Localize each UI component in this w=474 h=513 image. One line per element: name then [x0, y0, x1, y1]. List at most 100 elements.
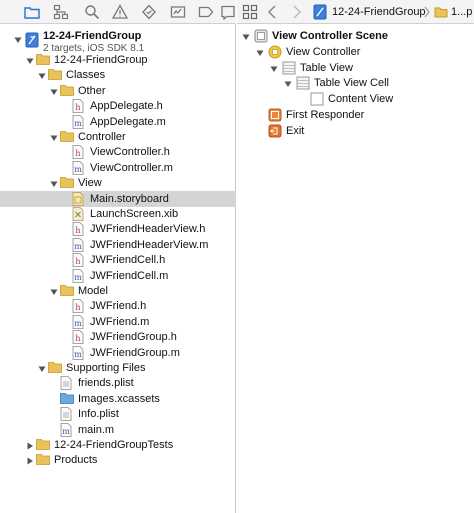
h-file-icon: h: [72, 145, 86, 159]
svg-text:m: m: [74, 273, 82, 282]
m-file-icon: m: [72, 315, 86, 329]
file-tree-row-supporting-files[interactable]: Supporting Files: [0, 360, 236, 376]
outline-row-first-responder[interactable]: First Responder: [237, 107, 474, 123]
svg-text:m: m: [74, 319, 82, 328]
folder-file-icon: [36, 438, 50, 452]
disclosure-closed-icon[interactable]: [26, 456, 34, 465]
disclosure-open-icon[interactable]: [242, 32, 250, 40]
file-tree-label: JWFriendHeaderView.h: [90, 223, 206, 235]
file-tree-row-friends-plist[interactable]: friends.plist: [0, 375, 236, 391]
file-tree-row-launchscreen-xib[interactable]: LaunchScreen.xib: [0, 206, 236, 222]
file-tree-label: JWFriendCell.h: [90, 254, 166, 266]
file-tree-label: Supporting Files: [66, 362, 146, 374]
folder-file-icon: [60, 284, 74, 298]
disclosure-open-icon[interactable]: [50, 179, 58, 187]
disclosure-open-icon[interactable]: [50, 133, 58, 141]
file-tree-row-products[interactable]: Products: [0, 452, 236, 468]
file-tree-row-jwfriendheaderview-h[interactable]: h JWFriendHeaderView.h: [0, 221, 236, 237]
outline-label: Exit: [286, 125, 305, 137]
file-tree-row-main-storyboard[interactable]: Main.storyboard: [0, 191, 236, 207]
file-tree-row-view[interactable]: View: [0, 175, 236, 191]
m-file-icon: m: [72, 269, 86, 283]
disclosure-open-icon[interactable]: [256, 48, 264, 56]
file-tree-row-classes[interactable]: Classes: [0, 67, 236, 83]
file-tree-label: JWFriendGroup.h: [90, 331, 177, 343]
jump-bar-folder[interactable]: 1...p: [451, 6, 473, 18]
file-tree-row-other[interactable]: Other: [0, 83, 236, 99]
disclosure-open-icon[interactable]: [50, 287, 58, 295]
breakpoint-navigator-icon[interactable]: [198, 4, 214, 20]
folder-navigator-icon[interactable]: [24, 4, 40, 20]
project-crumb-icon: [313, 4, 327, 20]
h-file-icon: h: [72, 330, 86, 344]
view-icon: [310, 92, 324, 106]
file-tree-row-12-24-friendgroup[interactable]: 12-24-FriendGroup: [0, 52, 236, 68]
forward-chevron-icon[interactable]: [288, 4, 304, 20]
symbol-navigator-icon[interactable]: [53, 4, 69, 20]
file-tree-row-model[interactable]: Model: [0, 283, 236, 299]
disclosure-open-icon[interactable]: [284, 79, 292, 87]
report-navigator-icon[interactable]: [220, 4, 236, 20]
folder-file-icon: [60, 176, 74, 190]
file-tree-row-jwfriendgroup-h[interactable]: h JWFriendGroup.h: [0, 329, 236, 345]
svg-text:m: m: [74, 242, 82, 251]
breadcrumb-separator-icon: [424, 6, 430, 18]
file-tree-label: Classes: [66, 69, 106, 81]
file-tree-label: Model: [78, 285, 108, 297]
file-tree-label: Other: [78, 85, 106, 97]
file-tree-row-controller[interactable]: Controller: [0, 129, 236, 145]
disclosure-closed-icon[interactable]: [26, 441, 34, 450]
file-tree-row-viewcontroller-m[interactable]: m ViewController.m: [0, 160, 236, 176]
grid-icon[interactable]: [242, 4, 258, 20]
xib-file-icon: [72, 207, 86, 221]
folder-file-icon: [60, 130, 74, 144]
disclosure-open-icon[interactable]: [38, 364, 46, 372]
navigator-tab-bar: [0, 0, 236, 24]
back-chevron-icon[interactable]: [265, 4, 281, 20]
file-tree-row-info-plist[interactable]: Info.plist: [0, 406, 236, 422]
debug-navigator-icon[interactable]: [170, 4, 186, 20]
disclosure-open-icon[interactable]: [270, 64, 278, 72]
issue-navigator-icon[interactable]: [112, 4, 128, 20]
file-tree-label: Controller: [78, 131, 126, 143]
find-navigator-icon[interactable]: [84, 4, 100, 20]
svg-text:h: h: [75, 334, 80, 343]
file-tree-label: ViewController.m: [90, 162, 173, 174]
jump-bar-project[interactable]: 12-24-FriendGroup: [332, 6, 426, 18]
disclosure-open-icon[interactable]: [26, 56, 34, 64]
outline-row-table-view-cell[interactable]: Table View Cell: [237, 75, 474, 91]
h-file-icon: h: [72, 99, 86, 113]
file-tree-label: 12-24-FriendGroup: [54, 54, 148, 66]
file-tree-label: Info.plist: [78, 408, 119, 420]
svg-text:m: m: [74, 165, 82, 174]
disclosure-open-icon[interactable]: [50, 87, 58, 95]
document-outline: 12-24-FriendGroup 1...p View Controller …: [237, 0, 474, 513]
h-file-icon: h: [72, 253, 86, 267]
outline-row-view-controller-scene[interactable]: View Controller Scene: [237, 28, 474, 44]
file-tree-row-images-xcassets[interactable]: Images.xcassets: [0, 391, 236, 407]
disclosure-open-icon[interactable]: [38, 71, 46, 79]
outline-row-table-view[interactable]: Table View: [237, 60, 474, 76]
disclosure-open-icon[interactable]: [14, 36, 22, 44]
outline-row-content-view[interactable]: Content View: [237, 91, 474, 107]
outline-row-exit[interactable]: Exit: [237, 123, 474, 139]
file-tree-row-jwfriendcell-h[interactable]: h JWFriendCell.h: [0, 252, 236, 268]
project-title[interactable]: 12-24-FriendGroup: [43, 30, 142, 42]
file-tree-row-12-24-friendgrouptests[interactable]: 12-24-FriendGroupTests: [0, 437, 236, 453]
outline-row-view-controller[interactable]: View Controller: [237, 44, 474, 60]
h-file-icon: h: [72, 299, 86, 313]
test-navigator-icon[interactable]: [141, 4, 157, 20]
file-tree-label: Products: [54, 454, 98, 466]
file-tree-label: 12-24-FriendGroupTests: [54, 439, 174, 451]
svg-text:h: h: [75, 303, 80, 312]
svg-text:h: h: [75, 226, 80, 235]
